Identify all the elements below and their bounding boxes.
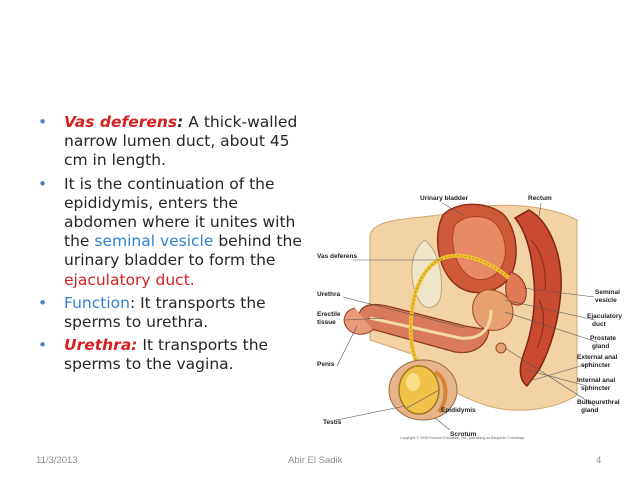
term-urethra: Urethra: [64,336,138,355]
label-bulbourethral-gland-2: gland [581,407,598,414]
label-penis: Penis [317,361,335,368]
term-seminal-vesicle: seminal vesicle [94,232,214,251]
leader-lines [336,202,598,431]
figure-copyright: Copyright © 2008 Pearson Education, Inc.… [400,436,525,440]
term-ejaculatory-duct: ejaculatory duct. [64,270,195,289]
term-function: Function [64,293,130,312]
bullet-text: It is the continuation of the epididymis… [64,174,296,251]
label-testis: Testis [323,419,342,426]
label-seminal-vesicle-2: vesicle [595,297,617,304]
bullet-continuation: • It is the continuation of the epididym… [38,175,313,290]
label-urethra: Urethra [317,291,341,298]
label-prostate-gland-2: gland [592,343,609,350]
label-prostate-gland-1: Prostate [590,335,616,342]
rectum [513,209,562,388]
bullet-text: It transports the sperms to the vagina. [64,336,269,374]
bullet-list: • Vas deferens: A thick-walled narrow lu… [38,113,313,379]
bullet-text: behind the urinary bladder to form the [64,232,302,270]
bullet-vas-deferens: • Vas deferens: A thick-walled narrow lu… [38,113,313,171]
label-seminal-vesicle-1: Seminal [595,289,620,296]
bullet-dot: • [38,174,48,193]
label-erectile-tissue-2: tissue [317,319,336,326]
label-external-anal-sphincter-1: External anal [577,354,618,361]
footer-page-number: 4 [596,455,602,466]
bullet-dot: • [38,293,48,312]
term-vas-deferens: Vas deferens [64,113,178,131]
label-erectile-tissue-1: Erectile [317,311,341,318]
footer-author: Abir El Sadik [288,455,343,466]
label-internal-anal-sphincter-2: sphincter [581,385,611,392]
label-vas-deferens: Vas deferens [317,253,357,260]
bullet-urethra: • Urethra: It transports the sperms to t… [38,336,313,374]
urethra-line [369,309,493,340]
bullet-dot: • [38,113,48,131]
label-urinary-bladder: Urinary bladder [420,195,469,202]
penis-shaft [343,307,374,335]
bulbourethral-gland [495,342,507,354]
footer-date: 11/3/2013 [36,455,78,466]
label-internal-anal-sphincter-1: Internal anal [577,377,615,384]
anatomy-figure: Urinary bladder Rectum Vas deferens Uret… [317,195,622,440]
vas-deferens-outline [410,255,510,381]
label-bulbourethral-gland-1: Bulbourethral [577,399,620,406]
label-ejaculatory-duct-2: duct [592,321,607,328]
bullet-text: : It transports the sperms to urethra. [64,293,266,332]
bullet-function: • Function: It transports the sperms to … [38,294,313,332]
epididymis [433,370,448,414]
bullet-dot: • [38,336,48,355]
label-epididymis: Epididymis [441,407,476,414]
testis [398,365,440,415]
label-external-anal-sphincter-2: sphincter [581,362,611,369]
label-scrotum: Scrotum [450,431,477,438]
label-rectum: Rectum [528,195,552,202]
label-ejaculatory-duct-1: Ejaculatory [587,313,622,320]
seminal-vesicle [505,271,527,306]
testis-highlight [406,373,420,391]
bullet-text: A thick-walled narrow lumen duct, about … [64,113,298,170]
bladder-wall [452,216,506,280]
term-colon: : [177,113,184,131]
